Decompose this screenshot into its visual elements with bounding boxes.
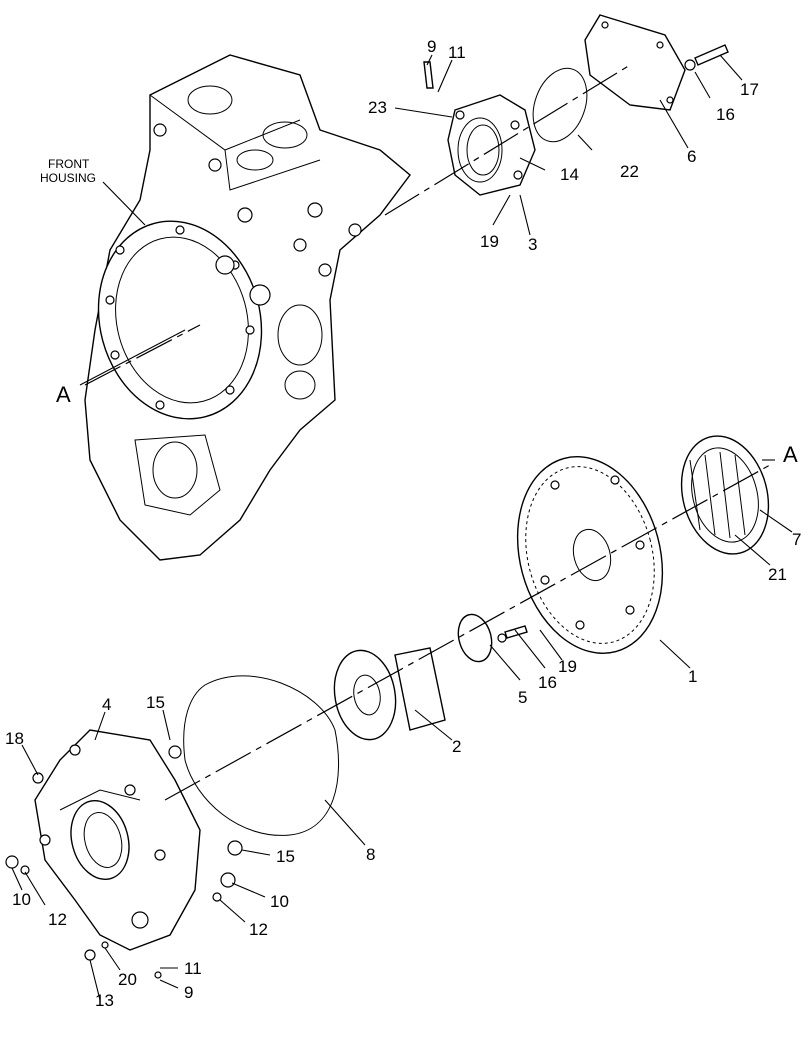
seal-ring-15-lower [227,840,243,856]
callout-20: 20 [118,970,137,989]
callout-13: 13 [95,991,114,1010]
washer-20 [101,941,109,949]
callout-19-upper: 19 [480,232,499,251]
callout-18: 18 [5,729,24,748]
section-marker-a-right: A [783,442,798,467]
front-cover [32,729,201,951]
callout-9-upper: 9 [427,37,436,56]
callout-3: 3 [528,235,537,254]
front-housing-label-line2: HOUSING [40,171,96,185]
callout-6: 6 [687,147,696,166]
gasket-8 [183,675,340,836]
callout-4: 4 [102,695,111,714]
callout-10-left: 10 [12,890,31,909]
callout-23: 23 [368,98,387,117]
callout-7: 7 [792,530,801,549]
centerline-upper [384,64,631,216]
front-housing [84,54,411,561]
bolt-9-upper [423,61,434,89]
bolt-9-lower [154,971,162,979]
callout-9-lower: 9 [184,983,193,1002]
callout-17: 17 [740,80,759,99]
upper-seal-carrier [447,94,536,196]
callout-21: 21 [768,565,787,584]
callout-1: 1 [688,667,697,686]
washer-12-left [20,865,30,875]
callout-10-right: 10 [270,892,289,911]
callout-12-left: 12 [48,910,67,929]
callout-8: 8 [366,845,375,864]
callout-11-upper: 11 [448,43,466,62]
bolt-17 [694,44,729,66]
callout-14: 14 [560,165,579,184]
cover-plate-6 [584,14,686,111]
gear-hub [680,435,770,555]
washer-16-upper [684,59,696,71]
callout-12-right: 12 [249,920,268,939]
callout-11-lower: 11 [184,959,202,978]
washer-12-right [212,892,222,902]
callout-19-lower: 19 [558,657,577,676]
callout-15-upper: 15 [146,693,165,712]
callout-2: 2 [452,737,461,756]
idler-shaft [333,647,446,741]
callout-16-lower: 16 [538,673,557,692]
plug-10-left [5,855,19,869]
thrust-plate-5 [457,613,493,663]
leader-lines [11,54,793,1001]
callout-15-lower: 15 [276,847,295,866]
centerline-a-housing [84,324,201,386]
plug-13 [84,949,96,961]
idler-gear [516,456,664,654]
front-housing-label-line1: FRONT [48,157,90,171]
seal-ring-15-upper [168,745,182,759]
plug-10-right [220,872,236,888]
callout-5: 5 [518,688,527,707]
callout-16-upper: 16 [716,105,735,124]
callout-22: 22 [620,162,639,181]
section-marker-a-left: A [56,382,71,407]
o-ring-22 [532,67,588,143]
washer-16-lower [497,633,507,643]
